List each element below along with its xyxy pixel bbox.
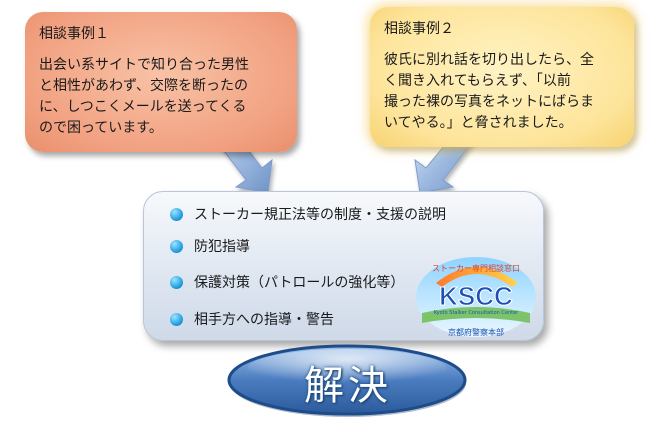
bullet-icon bbox=[170, 275, 183, 289]
measure-item: 保護対策（パトロールの強化等） bbox=[170, 272, 404, 292]
case-title-2: 相談事例２ bbox=[384, 21, 454, 37]
bullet-icon bbox=[170, 239, 183, 253]
resolution-oval bbox=[227, 344, 467, 417]
case-box-1: 相談事例１ 出会い系サイトで知り合った男性 と相性があわず、交際を断ったの に、… bbox=[25, 12, 297, 152]
logo-subtitle: Kyoto Stalker Consultation Center bbox=[434, 310, 519, 316]
measure-item: 防犯指導 bbox=[170, 236, 250, 256]
case-line: く聞き入れてもらえず、「以前 bbox=[384, 73, 571, 89]
measure-label: 保護対策（パトロールの強化等） bbox=[194, 275, 405, 291]
case-box-2: 相談事例２ 彼氏に別れ話を切り出したら、全 く聞き入れてもらえず、「以前 撮った… bbox=[370, 7, 634, 147]
logo-header-text: ストーカー専門相談窓口 bbox=[432, 263, 520, 273]
logo-sun-arc bbox=[436, 267, 518, 287]
resolution-label: 解決 bbox=[304, 362, 392, 409]
logo-footer-text: 京都府警察本部 bbox=[448, 327, 504, 337]
case-line: 出会い系サイトで知り合った男性 bbox=[39, 57, 249, 73]
case-line: いてやる。」と脅されました。 bbox=[384, 115, 573, 131]
bullet-icon bbox=[170, 207, 183, 221]
case-title-1: 相談事例１ bbox=[39, 26, 109, 42]
measure-item: ストーカー規正法等の制度・支援の説明 bbox=[170, 204, 446, 224]
case-line: と相性があわず、交際を断ったの bbox=[39, 78, 249, 94]
case-line: に、しつこくメールを送ってくる bbox=[39, 99, 247, 115]
case-line: ので困っています。 bbox=[39, 120, 163, 136]
logo-ground bbox=[422, 307, 530, 323]
measure-label: 防犯指導 bbox=[194, 239, 250, 255]
logo-acronym: KSCC bbox=[439, 281, 513, 311]
measure-item: 相手方への指導・警告 bbox=[170, 309, 334, 329]
bullet-icon bbox=[170, 312, 183, 326]
case-line: 彼氏に別れ話を切り出したら、全 bbox=[384, 52, 594, 68]
case-line: 撮った裸の写真をネットにばらま bbox=[384, 94, 594, 110]
kscc-logo: ストーカー専門相談窓口 KSCC Kyoto Stalker Consultat… bbox=[416, 257, 536, 337]
measure-label: 相手方への指導・警告 bbox=[194, 312, 334, 328]
measure-label: ストーカー規正法等の制度・支援の説明 bbox=[194, 207, 446, 223]
